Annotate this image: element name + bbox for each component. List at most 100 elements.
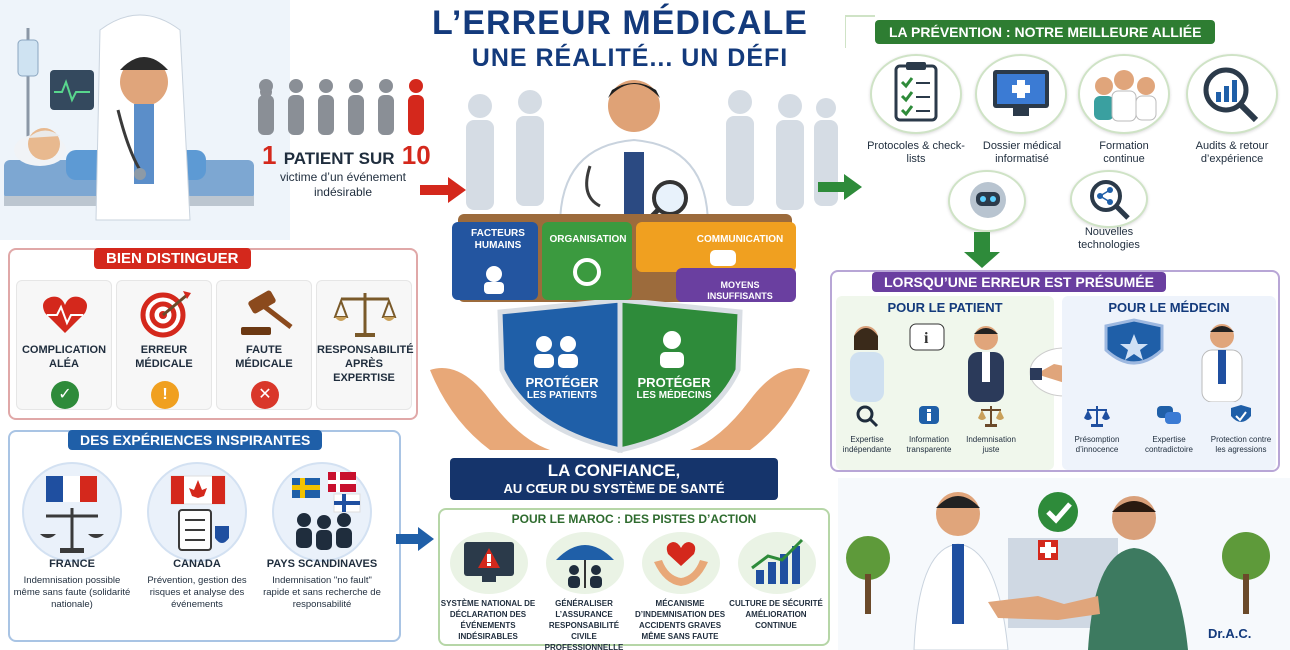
patient-doctor-conversation: i bbox=[850, 323, 1004, 402]
check-circle-icon bbox=[1038, 492, 1078, 532]
warning-icon: ! bbox=[151, 381, 179, 409]
protection-shield bbox=[430, 300, 810, 454]
maroc-item-label: GÉNÉRALISER L’ASSURANCE RESPONSABILITÉ C… bbox=[544, 599, 624, 650]
umbrella-family-icon bbox=[556, 545, 614, 588]
stat-num2: 10 bbox=[401, 140, 431, 170]
distinguer-label: COMPLICATION ALÉA bbox=[21, 344, 107, 370]
patient-item-label: Information transparente bbox=[906, 435, 952, 454]
experience-title: CANADA bbox=[173, 558, 221, 570]
presumee-title: LORSQU’UNE ERREUR EST PRÉSUMÉE bbox=[872, 272, 1166, 292]
experience-desc: Indemnisation possible même sans faute (… bbox=[13, 575, 131, 610]
scales-icon bbox=[978, 406, 1004, 427]
maroc-illustration-3 bbox=[642, 532, 720, 594]
patient-title: POUR LE PATIENT bbox=[887, 300, 1003, 315]
scales-icon bbox=[1084, 406, 1110, 427]
distinguer-label: FAUTE MÉDICALE bbox=[235, 344, 293, 370]
medecin-item-label: Expertise contradictoire bbox=[1144, 435, 1194, 454]
prevention-circle-tech bbox=[1070, 170, 1148, 228]
main-title: L’ERREUR MÉDICALE bbox=[432, 4, 808, 42]
distinguer-card-erreur: ERREUR MÉDICALE ! bbox=[116, 280, 212, 410]
arrow-right-green-icon bbox=[818, 174, 862, 200]
heart-hands-icon bbox=[654, 542, 708, 586]
shield-left-text: PROTÉGER LES PATIENTS bbox=[512, 375, 612, 401]
medecin-item-label: Protection contre les agressions bbox=[1210, 435, 1272, 454]
distinguer-panel: BIEN DISTINGUER COMPLICATION ALÉA ✓ ERRE… bbox=[8, 248, 418, 420]
gavel-icon bbox=[241, 290, 293, 335]
prevention-label: Formation continue bbox=[1099, 140, 1149, 165]
computer-medical-icon bbox=[993, 70, 1049, 116]
check-icon: ✓ bbox=[51, 381, 79, 409]
arrow-right-blue-icon bbox=[396, 527, 434, 551]
people-row-icon bbox=[258, 79, 424, 135]
shield-left-l2: LES PATIENTS bbox=[526, 390, 598, 401]
puzzle-piece-communication bbox=[636, 222, 796, 272]
experience-title: PAYS SCANDINAVES bbox=[266, 558, 378, 570]
stat-subtext: victime d’un événement indésirable bbox=[279, 170, 407, 199]
medecin-box: POUR LE MÉDECIN Présomption d’innocence … bbox=[1062, 296, 1276, 470]
shield-left-l1: PROTÉGER bbox=[525, 375, 599, 390]
shield-right-l1: PROTÉGER bbox=[637, 375, 711, 390]
speech-bubbles-icon bbox=[1157, 406, 1181, 424]
magnifier-icon bbox=[856, 405, 879, 428]
patient-item-label: Indemnisation juste bbox=[966, 435, 1016, 454]
experience-title: FRANCE bbox=[49, 558, 95, 570]
prevention-label: Audits & retour d’expérience bbox=[1195, 140, 1269, 165]
prevention-title: LA PRÉVENTION : NOTRE MEILLEURE ALLIÉE bbox=[875, 20, 1216, 44]
distinguer-label: ERREUR MÉDICALE bbox=[135, 344, 193, 370]
shield-icon bbox=[1231, 405, 1251, 422]
medical-team-icon bbox=[1094, 70, 1157, 122]
prevention-circle-robot bbox=[948, 170, 1026, 232]
france-illustration bbox=[22, 462, 122, 562]
distinguer-title: BIEN DISTINGUER bbox=[94, 248, 251, 269]
distinguer-card-complication: COMPLICATION ALÉA ✓ bbox=[16, 280, 112, 410]
maroc-item-label: CULTURE DE SÉCURITÉ AMÉLIORATION CONTINU… bbox=[729, 599, 823, 630]
medecin-title: POUR LE MÉDECIN bbox=[1108, 300, 1230, 315]
gear-icon bbox=[573, 258, 601, 286]
maroc-illustration-1 bbox=[450, 532, 528, 594]
puzzle-label-3: COMMUNICATION bbox=[696, 234, 784, 245]
canada-illustration bbox=[147, 462, 247, 562]
prevention-circle-protocols bbox=[870, 54, 962, 134]
medecin-item-label: Présomption d’innocence bbox=[1074, 435, 1120, 454]
right-hand-icon bbox=[690, 368, 810, 450]
puzzle-piece-moyens bbox=[676, 268, 796, 302]
robot-ai-icon bbox=[970, 182, 1006, 218]
experiences-title: DES EXPÉRIENCES INSPIRANTES bbox=[68, 430, 323, 450]
person-icon bbox=[486, 266, 502, 282]
puzzle-piece-human bbox=[452, 222, 538, 300]
maroc-item-label: MÉCANISME D’INDEMNISATION DES ACCIDENTS … bbox=[634, 599, 726, 641]
distinguer-card-responsabilite: RESPONSABILITÉ APRÈS EXPERTISE bbox=[316, 280, 414, 410]
arrow-down-green-icon bbox=[964, 232, 1000, 268]
patient-hospital-scene bbox=[0, 0, 290, 240]
puzzle-label-1: FACTEURS HUMAINS bbox=[471, 228, 525, 251]
doctor-shield-illustration bbox=[1104, 318, 1243, 402]
shield-right-l2: LES MÉDECINS bbox=[636, 390, 712, 401]
info-icon bbox=[919, 406, 939, 424]
france-flag-icon bbox=[40, 476, 104, 553]
patient-item: Indemnisation juste bbox=[960, 404, 1022, 455]
distinguer-label: RESPONSABILITÉ APRÈS EXPERTISE bbox=[317, 344, 414, 384]
maroc-illustration-2 bbox=[546, 532, 624, 594]
presumee-panel: LORSQU’UNE ERREUR EST PRÉSUMÉE POUR LE P… bbox=[830, 270, 1280, 472]
prevention-label: Protocoles & check-lists bbox=[867, 140, 965, 165]
magnifier-chart-icon bbox=[1203, 67, 1259, 123]
signature: Dr.A.C. bbox=[1208, 626, 1252, 641]
main-subtitle: UNE RÉALITÉ... UN DÉFI bbox=[471, 44, 789, 72]
shield-right-text: PROTÉGER LES MÉDECINS bbox=[624, 375, 724, 401]
doctor-icon bbox=[663, 331, 681, 349]
prevention-label: Nouvelles technologies bbox=[1078, 226, 1140, 251]
maroc-panel: POUR LE MAROC : DES PISTES D’ACTION SYST… bbox=[438, 508, 830, 650]
confiance-line2: AU CŒUR DU SYSTÈME DE SANTÉ bbox=[503, 481, 725, 496]
scandinavian-flags-icon bbox=[292, 472, 361, 550]
medecin-item: Expertise contradictoire bbox=[1134, 404, 1204, 455]
experience-desc: Indemnisation "no fault" rapide et sans … bbox=[263, 575, 381, 610]
confiance-banner: LA CONFIANCE, AU CŒUR DU SYSTÈME DE SANT… bbox=[450, 458, 778, 500]
left-hand-icon bbox=[430, 368, 550, 450]
maroc-illustration-4 bbox=[738, 532, 816, 594]
stat-mid: PATIENT SUR bbox=[283, 149, 395, 168]
svg-text:i: i bbox=[924, 330, 929, 347]
medecin-item: Protection contre les agressions bbox=[1206, 404, 1276, 455]
maroc-title: POUR LE MAROC : DES PISTES D’ACTION bbox=[511, 512, 757, 526]
heart-icon bbox=[43, 296, 87, 333]
prevention-circle-audits bbox=[1186, 54, 1278, 134]
